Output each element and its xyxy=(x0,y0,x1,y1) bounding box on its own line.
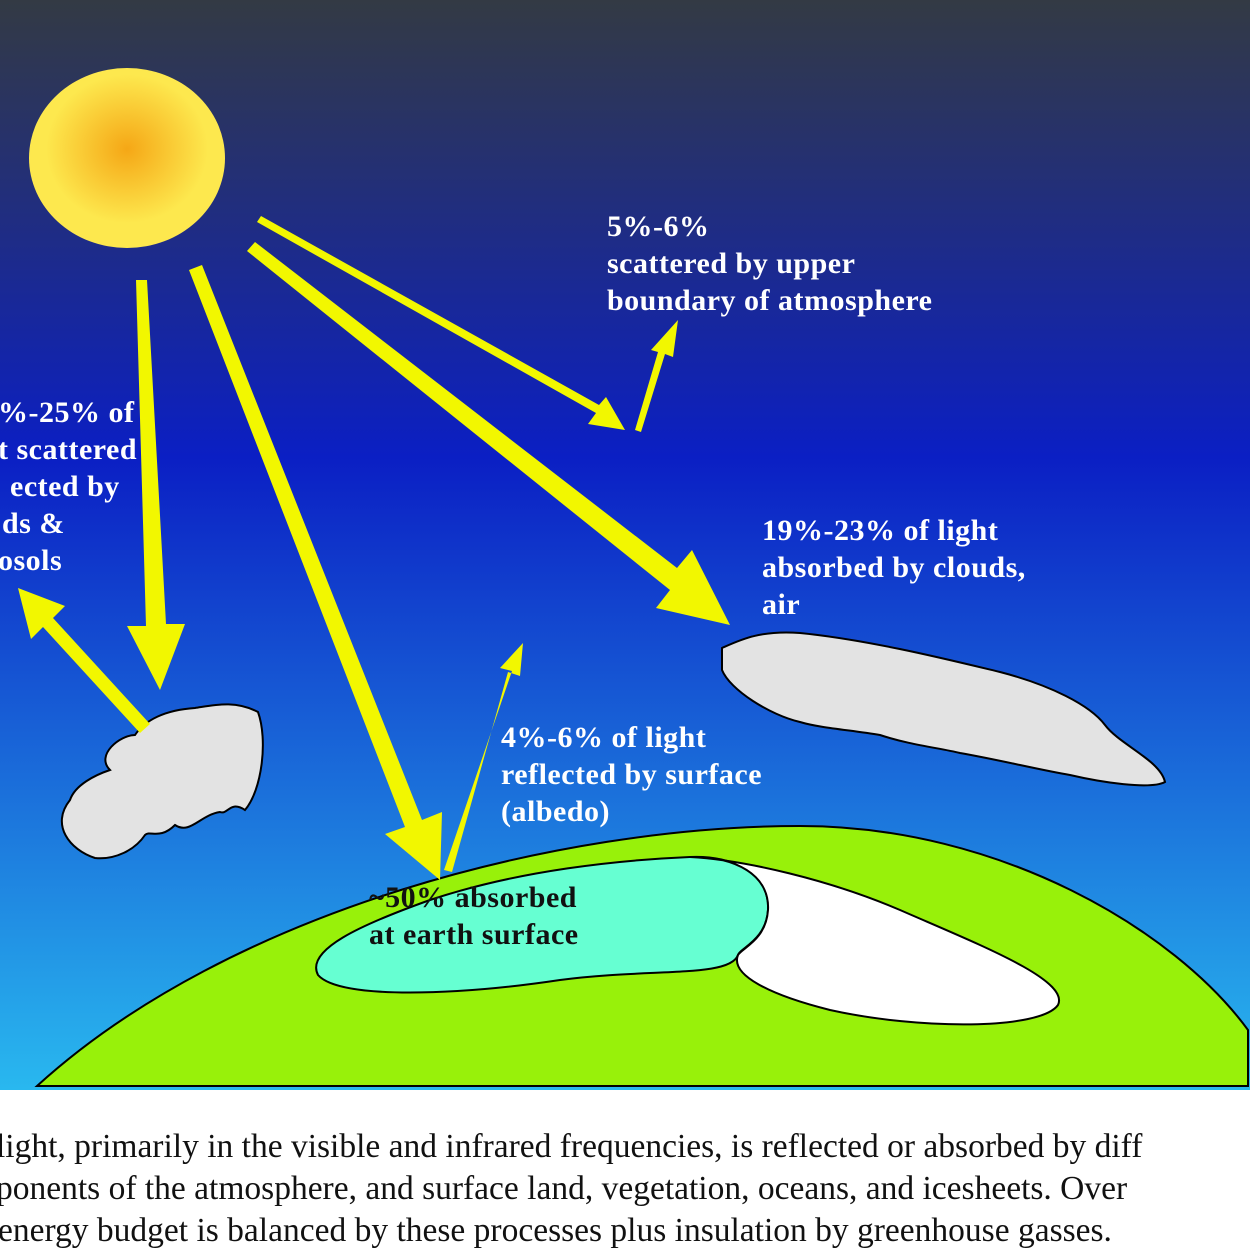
label-surface-reflect: 4%-6% of light reflected by surface (alb… xyxy=(501,719,762,830)
label-clouds-scatter-line1: %-25% of xyxy=(0,396,135,429)
label-upper-boundary-line3: boundary of atmosphere xyxy=(607,284,933,317)
label-surface-absorb-line2: at earth surface xyxy=(369,918,579,951)
label-clouds-scatter-line4: ds & xyxy=(2,507,65,540)
label-clouds-air-line2: absorbed by clouds, xyxy=(762,551,1026,584)
label-surface-reflect-line2: reflected by surface xyxy=(501,758,763,791)
diagram-scene: 5%-6% scattered by upper boundary of atm… xyxy=(0,0,1250,1090)
arrow-sun-to-surface xyxy=(189,265,442,880)
label-surface-absorb-line1: ~50% absorbed xyxy=(369,881,577,914)
sun xyxy=(29,68,225,248)
label-upper-boundary-line1: 5%-6% xyxy=(607,210,710,243)
label-upper-boundary-line2: scattered by upper xyxy=(607,247,856,280)
label-clouds-scatter: %-25% of t scattered ected by ds & osols xyxy=(0,394,137,579)
label-clouds-scatter-line2: t scattered xyxy=(0,433,138,466)
cloud-right xyxy=(721,631,1167,787)
label-clouds-air-line3: air xyxy=(762,588,801,621)
arrow-sun-to-clouds-air xyxy=(247,242,730,625)
label-surface-reflect-line1: 4%-6% of light xyxy=(501,721,707,754)
figure-caption: light, primarily in the visible and infr… xyxy=(0,1126,1250,1252)
label-clouds-scatter-line5: osols xyxy=(0,544,63,577)
arrow-surface-albedo xyxy=(444,643,523,872)
diagram-canvas xyxy=(0,0,1250,1090)
arrow-upper-boundary-scatter xyxy=(635,320,678,432)
cloud-left xyxy=(60,703,264,860)
caption-line1: light, primarily in the visible and infr… xyxy=(0,1128,1143,1165)
label-clouds-air-line1: 19%-23% of light xyxy=(762,514,999,547)
arrow-sun-to-cloud-left xyxy=(127,280,185,690)
arrow-sun-to-upper-boundary xyxy=(257,216,625,430)
label-clouds-air: 19%-23% of light absorbed by clouds, air xyxy=(762,512,1026,623)
caption-line3: energy budget is balanced by these proce… xyxy=(0,1212,1112,1249)
arrow-cloud-left-reflected xyxy=(18,588,150,733)
caption-line2: ponents of the atmosphere, and surface l… xyxy=(0,1170,1128,1207)
label-surface-absorb: ~50% absorbed at earth surface xyxy=(369,879,579,953)
label-upper-boundary: 5%-6% scattered by upper boundary of atm… xyxy=(607,208,932,319)
label-surface-reflect-line3: (albedo) xyxy=(501,795,610,828)
label-clouds-scatter-line3: ected by xyxy=(10,470,120,503)
arrow-group xyxy=(18,216,730,880)
ice-sheet xyxy=(689,855,1061,1026)
